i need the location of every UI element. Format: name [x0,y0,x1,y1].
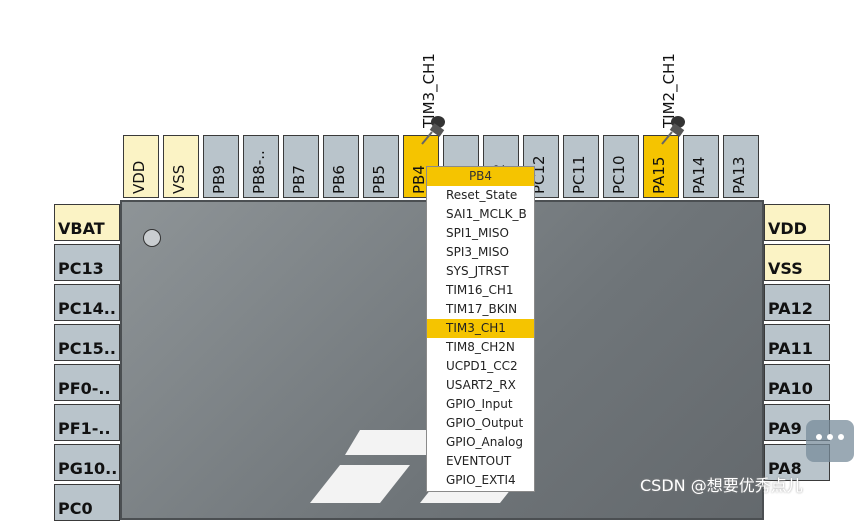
menu-item[interactable]: SYS_JTRST [446,264,509,278]
menu-item[interactable]: GPIO_Analog [446,435,523,449]
menu-item[interactable]: GPIO_Input [446,397,513,411]
pin-pb8[interactable]: PB8-.. [243,135,279,198]
pin-label: PB6 [330,165,348,194]
pin-label: PA14 [690,156,708,194]
pin-pf1[interactable]: PF1-.. [54,404,120,441]
menu-item[interactable]: TIM8_CH2N [446,340,515,354]
menu-item[interactable]: Reset_State [446,188,518,202]
pin-pc11[interactable]: PC11 [563,135,599,198]
pin1-indicator-dot [143,229,161,247]
menu-item[interactable]: GPIO_EXTI4 [446,473,516,487]
pin-pa15[interactable]: PA15 [643,135,679,198]
pin-pc14[interactable]: PC14.. [54,284,120,321]
pin-pa11[interactable]: PA11 [764,324,830,361]
menu-item[interactable]: SAI1_MCLK_B [446,207,527,221]
pin-pa14[interactable]: PA14 [683,135,719,198]
pin-pc13[interactable]: PC13 [54,244,120,281]
pin-vss[interactable]: VSS [764,244,830,281]
pin-pf0[interactable]: PF0-.. [54,364,120,401]
menu-item[interactable]: TIM16_CH1 [446,283,514,297]
pin-pc10[interactable]: PC10 [603,135,639,198]
pin-vdd[interactable]: VDD [764,204,830,241]
menu-item[interactable]: EVENTOUT [446,454,512,468]
pin-pb7[interactable]: PB7 [283,135,319,198]
pin-pc15[interactable]: PC15.. [54,324,120,361]
pin-label: PB9 [210,165,228,194]
menu-item[interactable]: USART2_RX [446,378,516,392]
pin-label: PB5 [370,165,388,194]
pin-label: PB7 [290,165,308,194]
pushpin-icon[interactable] [658,112,690,146]
pin-pa12[interactable]: PA12 [764,284,830,321]
pin-label: VDD [130,160,148,194]
pin-label: VSS [170,164,188,194]
pin-pb5[interactable]: PB5 [363,135,399,198]
pin-pa13[interactable]: PA13 [723,135,759,198]
pin-vbat[interactable]: VBAT [54,204,120,241]
pin-vdd[interactable]: VDD [123,135,159,198]
pin-pb9[interactable]: PB9 [203,135,239,198]
pin-pb6[interactable]: PB6 [323,135,359,198]
menu-item[interactable]: TIM3_CH1 [427,319,534,338]
chat-bubble-icon[interactable] [806,420,854,462]
pin-pg10[interactable]: PG10.. [54,444,120,481]
menu-item[interactable]: SPI1_MISO [446,226,509,240]
pushpin-icon[interactable] [418,112,450,146]
menu-item[interactable]: UCPD1_CC2 [446,359,518,373]
pin-pa10[interactable]: PA10 [764,364,830,401]
pin-label: PA13 [730,156,748,194]
pin-label: PC10 [610,155,628,194]
pin-label: PC11 [570,155,588,194]
menu-title: PB4 [427,167,534,186]
csdn-watermark: CSDN @想要优秀点儿 [640,476,803,495]
pin-label: PA15 [650,156,668,194]
menu-item[interactable]: SPI3_MISO [446,245,509,259]
pin-label: PB8-.. [250,150,268,194]
menu-item[interactable]: TIM17_BKIN [446,302,518,316]
menu-item[interactable]: GPIO_Output [446,416,524,430]
pin-vss[interactable]: VSS [163,135,199,198]
